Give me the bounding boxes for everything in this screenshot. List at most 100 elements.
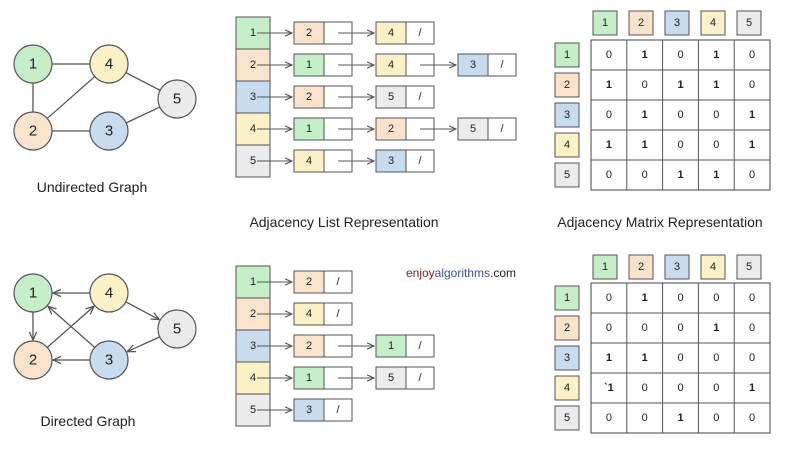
undirected-row-header-label-1: 1 <box>564 49 570 61</box>
undirected-node-label-1: 1 <box>29 56 37 73</box>
directed-next-pointer-cell <box>323 398 353 422</box>
directed-row-header-4 <box>554 375 580 401</box>
undirected-col-header-label-2: 2 <box>638 17 644 29</box>
directed-matrix-cell-2-2: 0 <box>642 322 648 334</box>
directed-matrix-cell-1-4: 0 <box>713 292 719 304</box>
undirected-row-header-4 <box>554 132 580 158</box>
directed-row-header-3 <box>554 345 580 371</box>
directed-head-label-4: 4 <box>250 372 256 384</box>
brand-part-enjoy: enjoy <box>406 266 435 280</box>
directed-node-label-1: 1 <box>29 285 37 302</box>
directed-row-header-label-2: 2 <box>564 322 570 334</box>
undirected-row-header-label-4: 4 <box>564 139 570 151</box>
undirected-edge-3-5 <box>125 106 161 124</box>
directed-matrix-cell-3-2: 1 <box>642 352 648 364</box>
directed-node-label-5: 5 <box>173 321 181 338</box>
caption-adjacency-list: Adjacency List Representation <box>249 214 438 230</box>
undirected-matrix-cell-4-2: 1 <box>642 139 648 151</box>
directed-list-node-value: 2 <box>306 340 312 352</box>
directed-matrix-cell-4-1: `1 <box>604 382 614 394</box>
undirected-col-header-4 <box>700 10 726 36</box>
undirected-null-pointer: / <box>418 27 422 39</box>
directed-col-header-label-1: 1 <box>602 261 608 273</box>
undirected-head-label-5: 5 <box>250 155 256 167</box>
directed-matrix-cell-3-4: 0 <box>713 352 719 364</box>
directed-col-header-4 <box>700 254 726 280</box>
undirected-list-node-value: 3 <box>470 59 476 71</box>
directed-next-pointer-cell <box>323 270 353 294</box>
undirected-next-pointer-cell <box>405 85 435 109</box>
directed-head-label-1: 1 <box>250 276 256 288</box>
undirected-head-cell-1 <box>235 16 271 50</box>
undirected-matrix-cell-5-2: 0 <box>642 169 648 181</box>
directed-node-label-2: 2 <box>29 352 37 369</box>
undirected-list-node-value: 1 <box>306 123 312 135</box>
undirected-head-label-1: 1 <box>250 27 256 39</box>
undirected-list-node-value: 2 <box>306 91 312 103</box>
undirected-matrix-cell-2-4: 1 <box>713 79 719 91</box>
undirected-col-header-3 <box>664 10 690 36</box>
caption-directed-graph: Directed Graph <box>41 413 136 429</box>
directed-null-pointer: / <box>418 340 422 352</box>
undirected-col-header-label-5: 5 <box>746 17 752 29</box>
undirected-matrix-cell-1-3: 0 <box>677 49 683 61</box>
directed-list-node-value: 2 <box>306 276 312 288</box>
directed-col-header-3 <box>664 254 690 280</box>
undirected-edge-4-5 <box>125 72 161 91</box>
directed-next-pointer-cell <box>323 302 353 326</box>
undirected-null-pointer: / <box>500 123 504 135</box>
directed-node-5 <box>157 309 197 349</box>
directed-null-pointer: / <box>336 276 340 288</box>
directed-null-pointer: / <box>418 372 422 384</box>
undirected-matrix-cell-2-2: 0 <box>642 79 648 91</box>
undirected-row-header-2 <box>554 72 580 98</box>
directed-matrix-cell-1-2: 1 <box>642 292 648 304</box>
undirected-list-node-value: 4 <box>388 59 394 71</box>
undirected-row-header-5 <box>554 162 580 188</box>
directed-matrix-cell-2-5: 0 <box>749 322 755 334</box>
directed-row-header-5 <box>554 405 580 431</box>
undirected-col-header-5 <box>736 10 762 36</box>
directed-edge-5-3 <box>127 336 160 352</box>
directed-matrix-grid <box>590 282 771 434</box>
undirected-col-header-label-4: 4 <box>710 17 716 29</box>
undirected-next-pointer-cell <box>487 53 517 77</box>
undirected-matrix-cell-2-1: 1 <box>606 79 612 91</box>
directed-matrix-cell-1-3: 0 <box>677 292 683 304</box>
directed-matrix-cell-3-5: 0 <box>749 352 755 364</box>
directed-edge-4-5 <box>125 301 160 320</box>
undirected-list-node-value: 2 <box>306 27 312 39</box>
directed-col-header-label-2: 2 <box>638 261 644 273</box>
undirected-matrix-cell-3-5: 1 <box>749 109 755 121</box>
undirected-matrix-cell-4-1: 1 <box>606 139 612 151</box>
directed-matrix-cell-5-5: 0 <box>749 412 755 424</box>
directed-list-node-value: 1 <box>388 340 394 352</box>
undirected-node-1 <box>13 44 53 84</box>
directed-matrix-cell-4-2: 0 <box>642 382 648 394</box>
undirected-list-node-value: 2 <box>388 123 394 135</box>
undirected-matrix-cell-1-1: 0 <box>606 49 612 61</box>
directed-list-node-value: 1 <box>306 372 312 384</box>
directed-matrix-cell-4-4: 0 <box>713 382 719 394</box>
undirected-col-header-label-3: 3 <box>674 17 680 29</box>
undirected-matrix-cell-3-2: 1 <box>642 109 648 121</box>
undirected-row-header-1 <box>554 42 580 68</box>
directed-node-1 <box>13 273 53 313</box>
undirected-node-label-5: 5 <box>173 91 181 108</box>
undirected-matrix-cell-3-3: 0 <box>677 109 683 121</box>
undirected-node-label-2: 2 <box>29 123 37 140</box>
directed-row-header-label-3: 3 <box>564 352 570 364</box>
directed-matrix-cell-5-3: 1 <box>677 412 683 424</box>
directed-row-header-label-5: 5 <box>564 412 570 424</box>
directed-col-header-label-5: 5 <box>746 261 752 273</box>
undirected-row-header-label-3: 3 <box>564 109 570 121</box>
directed-col-header-label-3: 3 <box>674 261 680 273</box>
brand-logo: enjoyalgorithms.com <box>406 266 516 280</box>
undirected-row-header-label-5: 5 <box>564 169 570 181</box>
undirected-node-label-3: 3 <box>105 123 113 140</box>
directed-matrix-cell-4-3: 0 <box>677 382 683 394</box>
directed-row-header-label-1: 1 <box>564 292 570 304</box>
